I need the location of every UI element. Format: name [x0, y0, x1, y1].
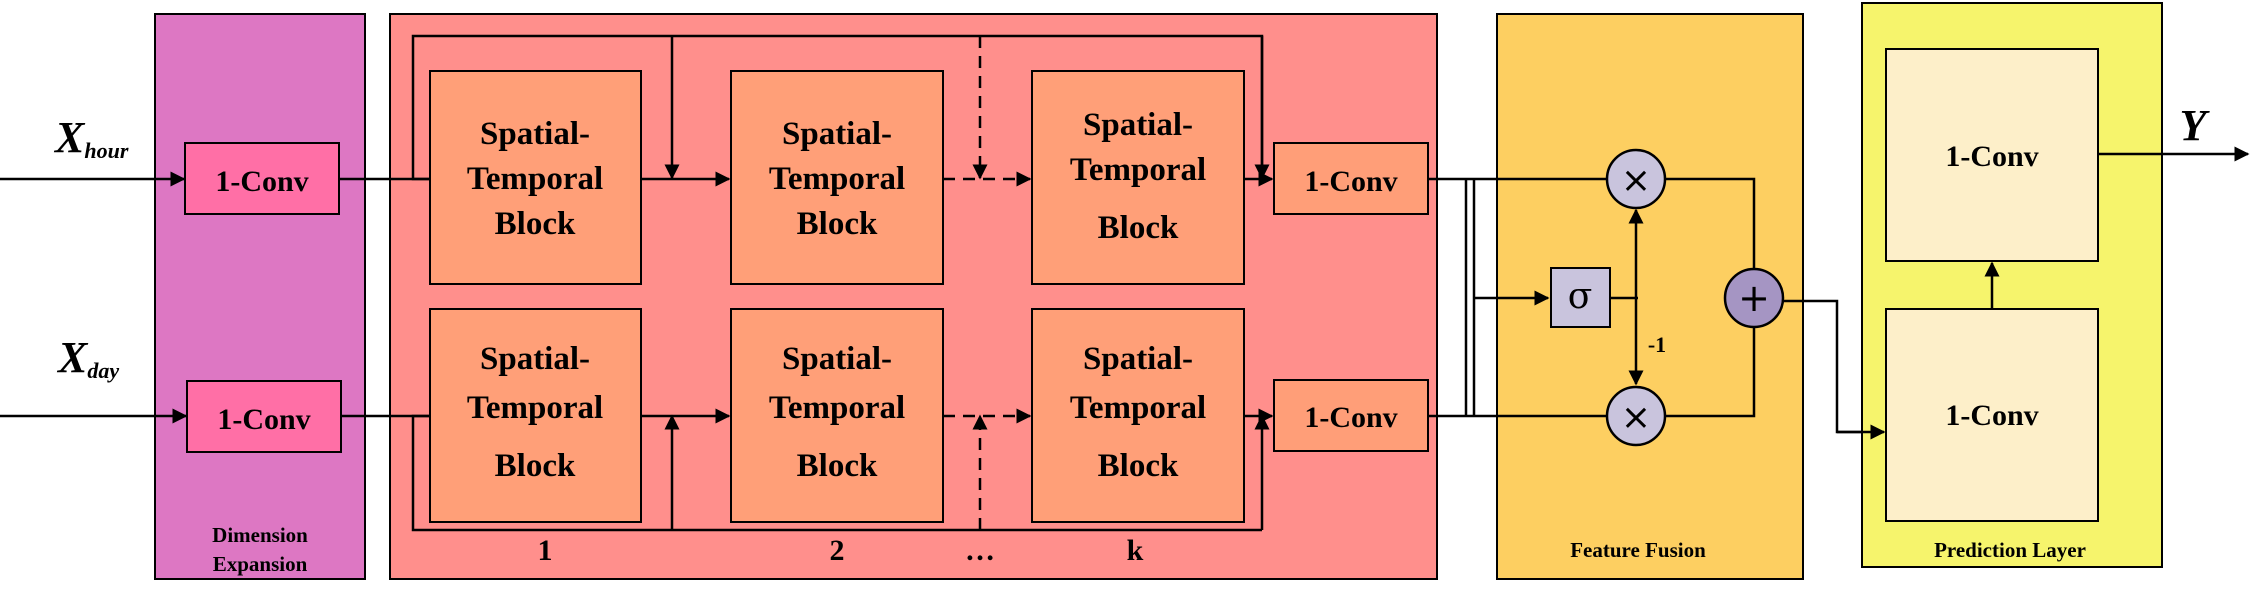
svg-text:×: ×	[1621, 397, 1651, 438]
column-label-2: 2	[830, 534, 845, 567]
svg-text:Spatial-: Spatial-	[480, 116, 590, 152]
svg-text:Block: Block	[495, 206, 576, 242]
svg-text:1-Conv: 1-Conv	[217, 403, 310, 436]
dimension-expansion-panel	[154, 13, 366, 580]
svg-text:1-Conv: 1-Conv	[1304, 401, 1397, 434]
output-label: Y	[2180, 101, 2211, 150]
svg-text:Temporal: Temporal	[1070, 152, 1206, 188]
prediction-layer-title: Prediction Layer	[1934, 538, 2086, 562]
top-skip-connections	[411, 34, 1270, 181]
svg-text:Block: Block	[797, 448, 878, 484]
bottom-skip-connections	[411, 414, 1270, 532]
add-circle: +	[1723, 267, 1785, 329]
svg-text:Temporal: Temporal	[1070, 390, 1206, 426]
svg-text:1-Conv: 1-Conv	[1945, 399, 2038, 432]
svg-text:Block: Block	[495, 448, 576, 484]
dimension-expansion-title-2: Expansion	[213, 552, 308, 576]
dimension-expansion-title: Dimension	[212, 523, 308, 547]
prediction-conv-bottom: 1-Conv	[1885, 308, 2099, 522]
st-block-bottom-k: Spatial- Temporal Block	[1031, 308, 1245, 523]
svg-text:σ: σ	[1568, 276, 1593, 317]
svg-text:Block: Block	[1098, 448, 1179, 484]
column-label-1: 1	[538, 534, 553, 567]
st-block-top-k: Spatial- Temporal Block	[1031, 70, 1245, 285]
svg-text:Temporal: Temporal	[769, 390, 905, 426]
input-hour-label: Xhour	[53, 113, 129, 163]
st-block-top-1: Spatial- Temporal Block	[429, 70, 642, 285]
st-conv-hour: 1-Conv	[1273, 142, 1429, 215]
svg-text:Spatial-: Spatial-	[782, 341, 892, 377]
input-day-label: Xday	[56, 333, 119, 383]
svg-text:1-Conv: 1-Conv	[1304, 165, 1397, 198]
svg-text:Block: Block	[1098, 210, 1179, 246]
block-chain-arrows	[641, 171, 1274, 424]
minus-one-label: -1	[1648, 332, 1666, 357]
svg-text:Spatial-: Spatial-	[1083, 107, 1193, 143]
svg-text:Spatial-: Spatial-	[480, 341, 590, 377]
st-block-bottom-2: Spatial- Temporal Block	[730, 308, 944, 523]
multiply-circle-bottom: ×	[1605, 385, 1667, 447]
feature-fusion-title: Feature Fusion	[1570, 538, 1706, 562]
svg-text:Spatial-: Spatial-	[1083, 341, 1193, 377]
svg-text:+: +	[1738, 276, 1770, 320]
st-block-top-2: Spatial- Temporal Block	[730, 70, 944, 285]
column-label-k: k	[1127, 534, 1144, 567]
sigmoid-box: σ	[1550, 267, 1611, 328]
dim-conv-hour: 1-Conv	[184, 142, 340, 215]
svg-text:1-Conv: 1-Conv	[1945, 140, 2038, 173]
column-label-ellipsis: …	[965, 534, 995, 567]
svg-text:Block: Block	[797, 206, 878, 242]
prediction-conv-top: 1-Conv	[1885, 48, 2099, 262]
svg-text:1-Conv: 1-Conv	[215, 165, 308, 198]
st-conv-day: 1-Conv	[1273, 379, 1429, 452]
dim-conv-day: 1-Conv	[186, 380, 342, 453]
svg-text:Temporal: Temporal	[467, 390, 603, 426]
svg-text:Temporal: Temporal	[467, 161, 603, 197]
svg-text:Temporal: Temporal	[769, 161, 905, 197]
st-block-bottom-1: Spatial- Temporal Block	[429, 308, 642, 523]
svg-text:Spatial-: Spatial-	[782, 116, 892, 152]
fusion-wiring	[1428, 177, 1886, 440]
multiply-circle-top: ×	[1605, 148, 1667, 210]
svg-text:×: ×	[1621, 160, 1651, 201]
